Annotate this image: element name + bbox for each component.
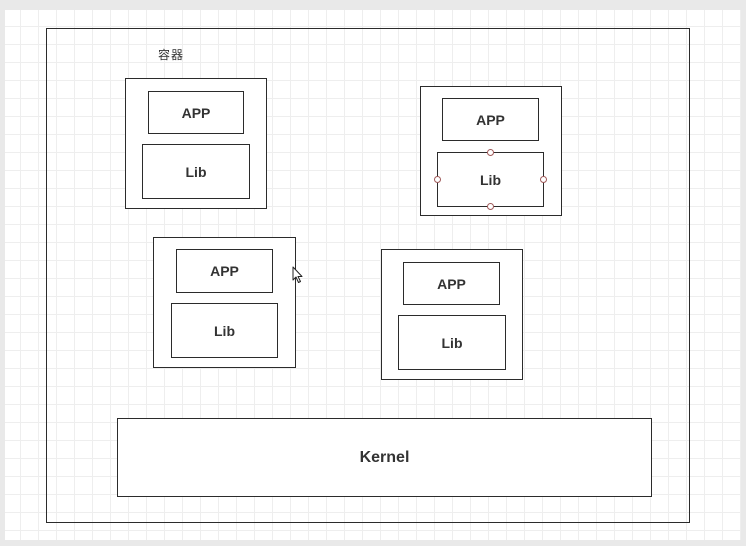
container-3-lib-label: Lib [214,322,235,339]
container-3-app-box[interactable]: APP [176,249,273,293]
container-1-lib-box[interactable]: Lib [142,144,250,199]
selection-handle-left[interactable] [434,176,441,183]
selection-handle-right[interactable] [540,176,547,183]
container-2-lib-box-selected[interactable]: Lib [437,152,544,207]
container-2-app-label: APP [476,111,505,128]
container-4-app-label: APP [437,275,466,292]
container-caption: 容器 [158,48,185,62]
container-3-lib-box[interactable]: Lib [171,303,278,358]
selection-handle-top[interactable] [487,149,494,156]
container-1-app-label: APP [181,104,211,121]
container-4-lib-box[interactable]: Lib [398,315,506,370]
container-4-lib-label: Lib [441,334,463,351]
selection-handle-bottom[interactable] [487,203,494,210]
container-1-app-box[interactable]: APP [148,91,244,134]
container-2-lib-label: Lib [480,171,501,188]
kernel-box[interactable]: Kernel [117,418,652,497]
host-frame [46,28,690,523]
container-1-lib-label: Lib [185,163,207,180]
container-4-app-box[interactable]: APP [403,262,500,305]
kernel-label: Kernel [359,448,410,466]
mouse-cursor-icon [292,266,303,283]
container-2-app-box[interactable]: APP [442,98,539,141]
container-3-app-label: APP [210,263,239,279]
